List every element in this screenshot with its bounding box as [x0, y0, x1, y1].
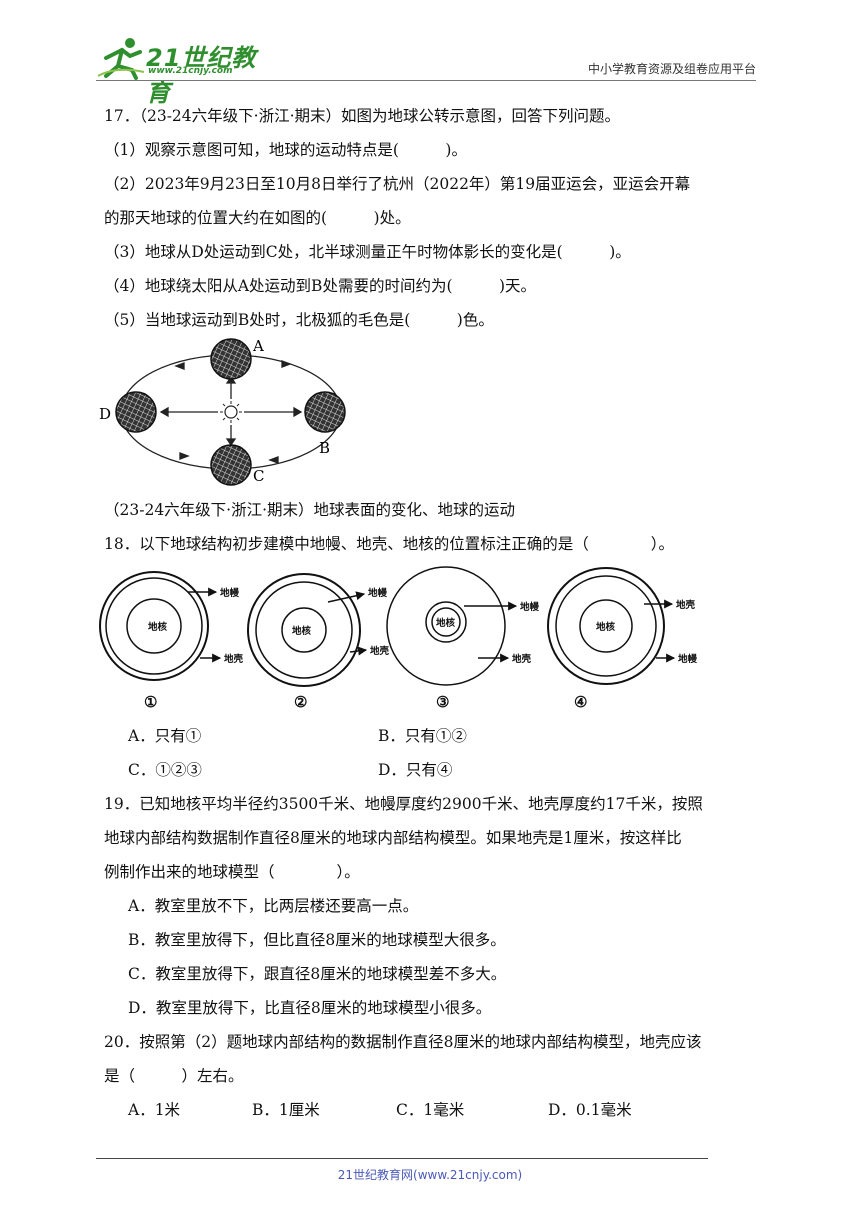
q19-option-b: B．教室里放得下，但比直径8厘米的地球模型大很多。: [128, 931, 506, 949]
q20-line2: 是（ ）左右。: [104, 1067, 244, 1085]
q20-option-a: A．1米: [128, 1101, 181, 1119]
d1-number: ①: [144, 693, 157, 711]
d1-top-label: 地幔: [220, 587, 240, 599]
structure-diagram-1: [99, 571, 222, 681]
footer-divider: [96, 1158, 708, 1159]
d1-center-label: 地核: [148, 621, 168, 633]
logo-url: www.21cnjy.com: [148, 66, 233, 76]
structure-diagram-4: [547, 567, 676, 685]
q19-line2: 地球内部结构数据制作直径8厘米的地球内部结构模型。如果地壳是1厘米，按这样比: [104, 829, 682, 847]
earth-position-b: [304, 391, 346, 433]
q18-stem: 18．以下地球结构初步建模中地幔、地壳、地核的位置标注正确的是（ ）。: [104, 535, 674, 553]
q17-sub3: （3）地球从D处运动到C处，北半球测量正午时物体影长的变化是( )。: [104, 243, 631, 261]
q17-sub1: （1）观察示意图可知，地球的运动特点是( )。: [104, 141, 467, 159]
q19-option-a: A．教室里放不下，比两层楼还要高一点。: [128, 897, 419, 915]
sunlight-arrows: [159, 375, 303, 447]
q17-sub5: （5）当地球运动到B处时，北极狐的毛色是( )色。: [104, 311, 494, 329]
q19-line1: 19．已知地核平均半径约3500千米、地幔厚度约2900千米、地壳厚度约17千米…: [104, 795, 703, 813]
orbit-direction-arrows: [174, 360, 292, 464]
label-b: B: [319, 439, 330, 457]
d2-top-label: 地幔: [368, 587, 388, 599]
q20-option-d: D．0.1毫米: [548, 1101, 632, 1119]
structure-diagram-2: [247, 573, 368, 687]
q20-line1: 20．按照第（2）题地球内部结构的数据制作直径8厘米的地球内部结构模型，地壳应该: [104, 1033, 702, 1051]
d4-number: ④: [574, 693, 587, 711]
label-d: D: [99, 405, 111, 423]
q18-option-c: C．①②③: [128, 761, 202, 779]
q17-stem: 17．（23-24六年级下·浙江·期末）如图为地球公转示意图，回答下列问题。: [104, 107, 621, 125]
runner-logo-icon: [97, 38, 145, 80]
d4-bottom-label: 地幔: [678, 653, 698, 665]
d2-number: ②: [294, 693, 307, 711]
q18-option-a: A．只有①: [128, 727, 202, 745]
q19-option-c: C．教室里放得下，跟直径8厘米的地球模型差不多大。: [128, 965, 507, 983]
sun-icon: [220, 401, 242, 423]
header-divider: [96, 80, 756, 81]
q17-source: （23-24六年级下·浙江·期末）地球表面的变化、地球的运动: [104, 501, 516, 519]
earth-position-a: [210, 338, 252, 380]
d2-bottom-label: 地壳: [370, 645, 390, 657]
earth-position-d: [115, 391, 157, 433]
d1-bottom-label: 地壳: [224, 653, 244, 665]
label-a: A: [252, 337, 264, 355]
earth-position-c: [210, 444, 252, 486]
q19-line3: 例制作出来的地球模型（ ）。: [104, 863, 360, 881]
header-platform-text: 中小学教育资源及组卷应用平台: [587, 62, 756, 76]
site-logo: 21世纪教育 www.21cnjy.com: [96, 36, 266, 107]
d3-number: ③: [436, 693, 449, 711]
structure-diagram-3: [386, 566, 518, 686]
q19-option-d: D．教室里放得下，比直径8厘米的地球模型小很多。: [128, 999, 492, 1017]
d2-center-label: 地核: [292, 625, 312, 637]
q20-option-c: C．1毫米: [396, 1101, 465, 1119]
d3-top-label: 地幔: [520, 601, 540, 613]
q20-option-b: B．1厘米: [252, 1101, 320, 1119]
q17-sub4: （4）地球绕太阳从A处运动到B处需要的时间约为( )天。: [104, 277, 537, 295]
d4-top-label: 地壳: [676, 599, 696, 611]
logo-text: 21世纪教育: [146, 44, 257, 107]
earth-orbit-diagram: A B C D: [99, 337, 346, 486]
d4-center-label: 地核: [596, 621, 616, 633]
d3-bottom-label: 地壳: [512, 653, 532, 665]
label-c: C: [253, 467, 264, 485]
q18-option-b: B．只有①②: [378, 727, 467, 745]
q18-option-d: D．只有④: [378, 761, 453, 779]
q17-sub2-line2: 的那天地球的位置大约在如图的( )处。: [104, 209, 411, 227]
footer-link[interactable]: 21世纪教育网(www.21cnjy.com): [337, 1168, 523, 1182]
earth-structure-diagrams: 地核 地幔 地壳 地核 地幔 地壳 地核 地幔 地壳 地核 地壳 地幔 ① ② …: [99, 566, 698, 711]
d3-center-label: 地核: [436, 617, 456, 629]
q17-sub2-line1: （2）2023年9月23日至10月8日举行了杭州（2022年）第19届亚运会，亚…: [104, 175, 691, 193]
